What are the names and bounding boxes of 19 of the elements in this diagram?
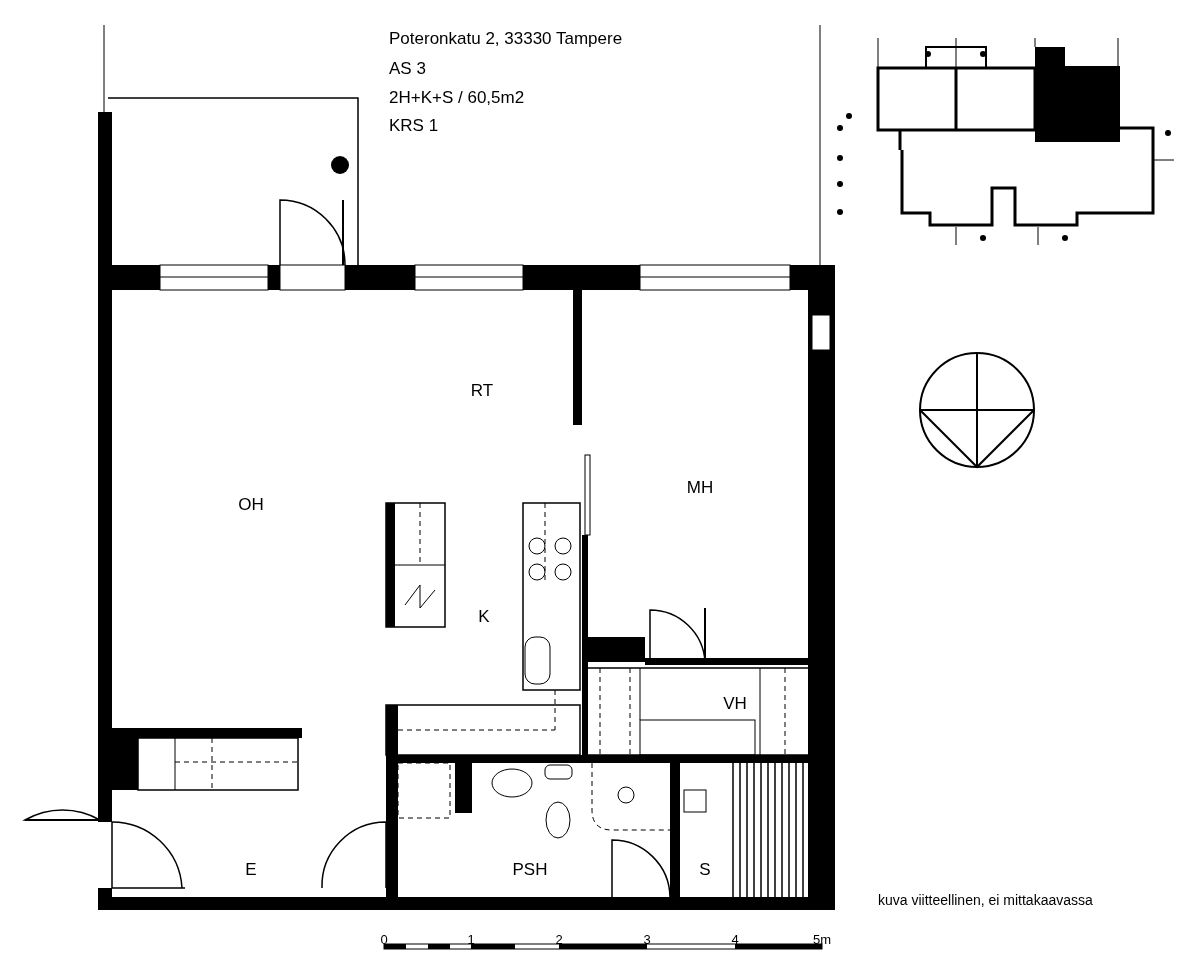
apartment-info: KRS 1 (389, 117, 439, 134)
note-text: kuva viitteellinen, ei mittakaavassa (878, 893, 1093, 907)
scale-number: 3 (643, 933, 651, 946)
room-label: PSH (512, 861, 548, 878)
scale-number: 2 (555, 933, 563, 946)
apartment-info: AS 3 (389, 60, 426, 77)
room-label: S (699, 861, 711, 878)
room-label: K (478, 608, 490, 625)
room-label: OH (238, 496, 264, 513)
scale-number: 4 (731, 933, 739, 946)
room-label: RT (470, 382, 494, 399)
room-label: E (245, 861, 257, 878)
room-label: VH (723, 695, 747, 712)
apartment-info: 2H+K+S / 60,5m2 (389, 89, 525, 106)
room-label: MH (686, 479, 714, 496)
scale-number: 1 (467, 933, 475, 946)
scale-number: 5m (812, 933, 832, 946)
scale-number: 0 (380, 933, 388, 946)
apartment-info: Poteronkatu 2, 33330 Tampere (389, 30, 623, 47)
